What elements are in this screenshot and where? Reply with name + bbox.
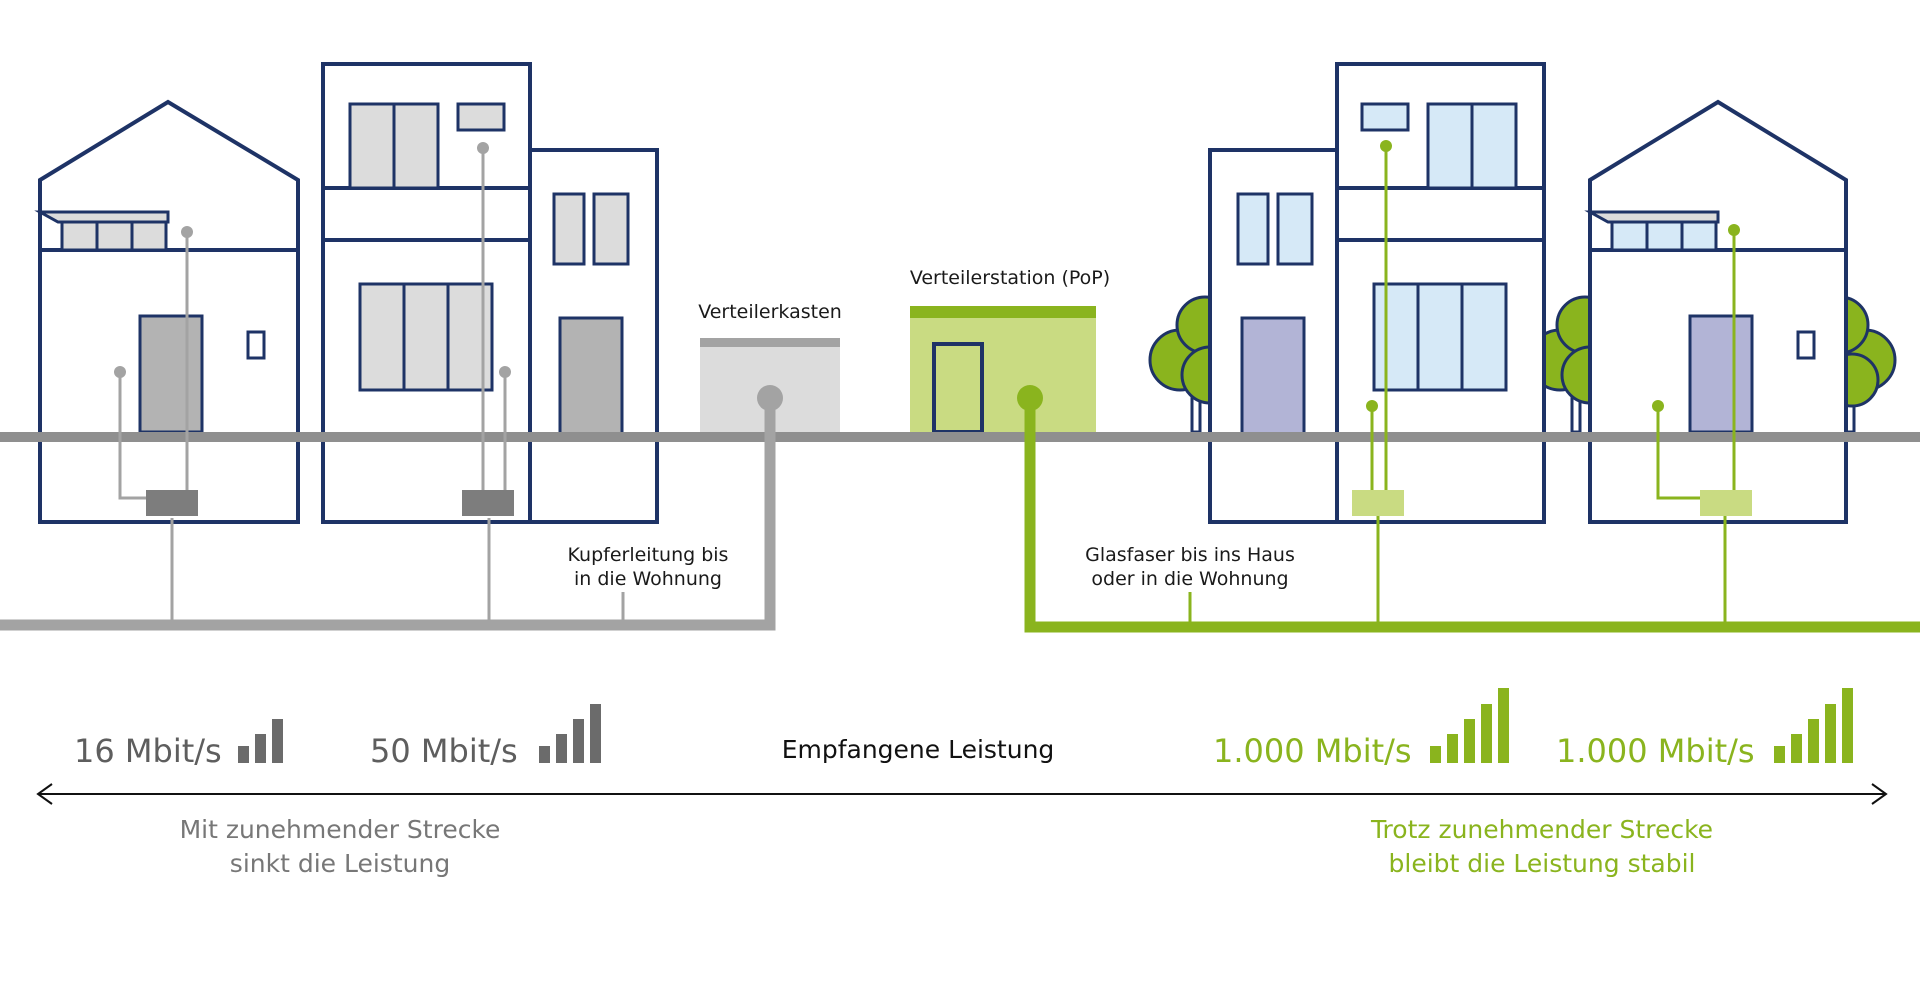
note-left-line-2: sinkt die Leistung: [230, 849, 450, 878]
copper-node: [757, 385, 783, 411]
house-left-2: [321, 62, 659, 524]
house-right-1: [1208, 62, 1546, 524]
fiber-cabling: [1188, 146, 1736, 624]
signal-bars-icon: [1774, 688, 1853, 763]
house-right-2: [1584, 99, 1848, 524]
note-left-line-1: Mit zunehmender Strecke: [180, 815, 501, 844]
copper-end-dots: [114, 142, 511, 378]
verteilerkasten-label: Verteilerkasten: [698, 301, 842, 323]
fiber-trunk: [1024, 398, 1920, 633]
speed-label-2: 50 Mbit/s: [370, 732, 518, 770]
copper-cabling: [118, 148, 625, 622]
speed-label-3: 1.000 Mbit/s: [1213, 732, 1412, 770]
verteilerstation-building: [910, 306, 1096, 434]
double-arrow-icon: [36, 783, 1888, 805]
axis-title: Empfangene Leistung: [782, 735, 1055, 764]
copper-junction-boxes: [146, 490, 514, 516]
fiber-line-label-2: oder in die Wohnung: [1091, 568, 1288, 590]
note-right-line-1: Trotz zunehmender Strecke: [1370, 815, 1713, 844]
copper-line-label-2: in die Wohnung: [574, 568, 722, 590]
fiber-node: [1017, 385, 1043, 411]
signal-bars-icon: [539, 704, 601, 763]
copper-line-label-1: Kupferleitung bis: [568, 544, 729, 566]
verteilerstation-label: Verteilerstation (PoP): [910, 267, 1110, 289]
speed-label-1: 16 Mbit/s: [74, 732, 222, 770]
fiber-line-label-1: Glasfaser bis ins Haus: [1085, 544, 1295, 566]
fiber-junction-boxes: [1352, 490, 1752, 516]
street-line: [0, 432, 1920, 442]
fiber-end-dots: [1366, 140, 1740, 412]
house-left-1: [34, 99, 300, 524]
signal-bars-icon: [1430, 688, 1509, 763]
signal-bars-icon: [238, 719, 283, 763]
note-right-line-2: bleibt die Leistung stabil: [1389, 849, 1696, 878]
speed-label-4: 1.000 Mbit/s: [1556, 732, 1755, 770]
copper-trunk: [0, 398, 776, 631]
